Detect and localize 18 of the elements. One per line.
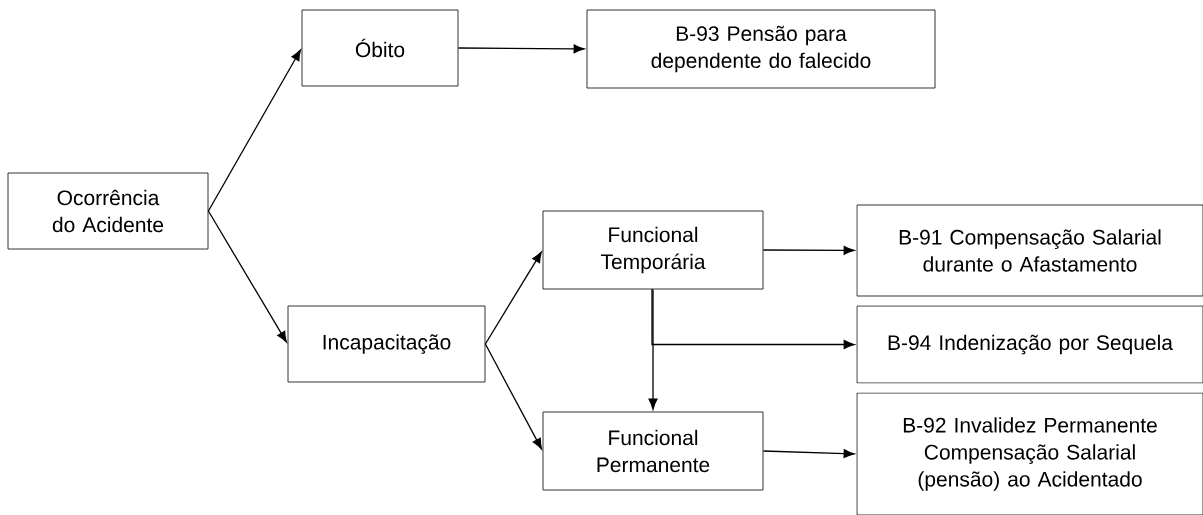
arrow — [651, 288, 855, 349]
arrow — [457, 44, 585, 54]
process-box: Funcional Permanente — [542, 411, 764, 491]
arrow — [484, 251, 542, 345]
arrow — [484, 343, 542, 450]
process-box: B-93 Pensão para dependente do falecido — [586, 9, 936, 89]
arrow — [648, 288, 658, 410]
process-box: Incapacitação — [287, 305, 486, 383]
process-box: Ocorrência do Acidente — [7, 172, 209, 250]
process-box: B-92 Invalidez Permanente Compensação Salarial (pensão) ao Acidentado — [856, 392, 1203, 515]
arrow — [207, 49, 301, 212]
process-box: Óbito — [301, 9, 459, 87]
arrow — [762, 449, 855, 459]
arrow — [762, 245, 855, 255]
process-box: Funcional Temporária — [542, 210, 764, 290]
process-box: B-91 Compensação Salarial durante o Afastamento — [856, 204, 1203, 297]
process-box: B-94 Indenização por Sequela — [856, 305, 1203, 384]
arrow — [207, 210, 287, 343]
